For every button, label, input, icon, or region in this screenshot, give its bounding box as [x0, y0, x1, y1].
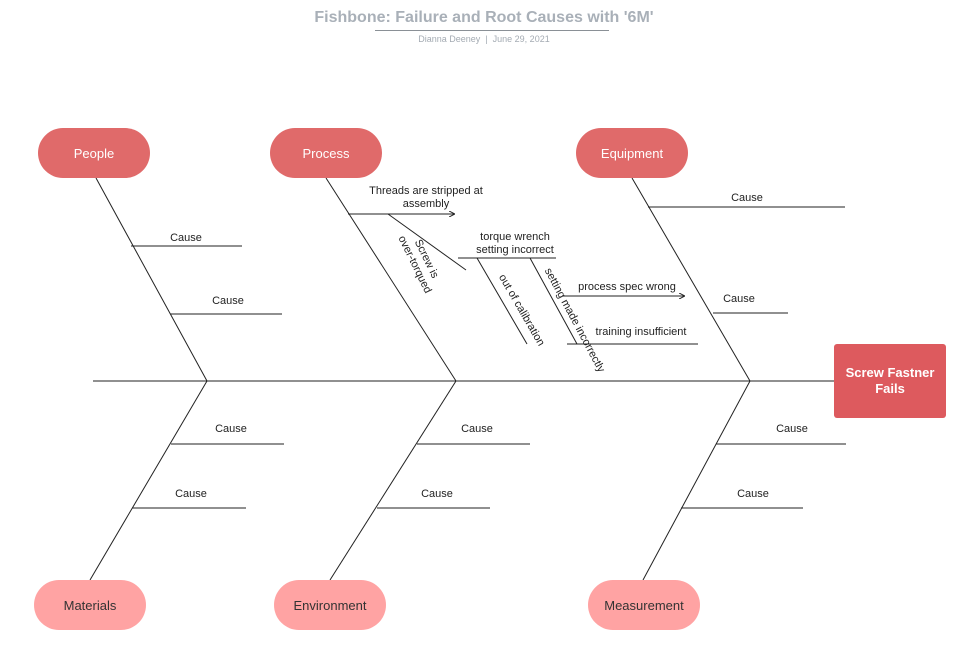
effect-label-line1: Screw Fastner: [845, 365, 935, 380]
title-underline: [375, 30, 609, 31]
bone-equipment: [631, 177, 751, 382]
diagram-title: Fishbone: Failure and Root Causes with '…: [314, 9, 654, 26]
cause-label-equipment-1[interactable]: Cause: [731, 192, 763, 204]
cause-label-threads-line2: assembly: [402, 198, 450, 210]
cause-label-spec[interactable]: process spec wrong: [578, 281, 676, 293]
category-equipment[interactable]: Equipment: [576, 128, 688, 178]
sub-bone-calibration: [476, 257, 528, 345]
cause-label-measurement-1[interactable]: Cause: [776, 423, 808, 435]
cause-label-measurement-2[interactable]: Cause: [737, 488, 769, 500]
effect-label-line2: Fails: [875, 381, 905, 396]
cause-label-materials-2[interactable]: Cause: [175, 488, 207, 500]
category-label: Process: [302, 145, 350, 161]
cause-label-wrench-line1: torque wrench: [480, 231, 550, 243]
diagram-subtitle: Dianna Deeney | June 29, 2021: [0, 34, 968, 44]
cause-label-threads-line1: Threads are stripped at: [369, 185, 483, 197]
separator: |: [485, 34, 488, 44]
author: Dianna Deeney: [418, 34, 481, 44]
cause-label-training[interactable]: training insufficient: [595, 326, 687, 338]
bone-environment: [329, 380, 457, 581]
cause-label-people-1[interactable]: Cause: [170, 232, 202, 244]
category-process[interactable]: Process: [270, 128, 382, 178]
category-label: People: [73, 145, 115, 161]
bone-people: [95, 177, 208, 382]
date: June 29, 2021: [492, 34, 550, 44]
cause-label-equipment-2[interactable]: Cause: [723, 293, 755, 305]
category-measurement[interactable]: Measurement: [588, 580, 700, 630]
bone-measurement: [642, 380, 751, 581]
bone-materials: [89, 380, 208, 581]
category-label: Materials: [63, 597, 117, 613]
category-label: Measurement: [604, 597, 684, 613]
category-label: Environment: [293, 597, 367, 613]
cause-label-people-2[interactable]: Cause: [212, 295, 244, 307]
cause-label-materials-1[interactable]: Cause: [215, 423, 247, 435]
sub-bone-setting: [529, 257, 578, 345]
category-people[interactable]: People: [38, 128, 150, 178]
cause-label-environment-2[interactable]: Cause: [421, 488, 453, 500]
category-label: Equipment: [600, 145, 664, 161]
bone-process: [325, 177, 457, 382]
cause-label-environment-1[interactable]: Cause: [461, 423, 493, 435]
category-materials[interactable]: Materials: [34, 580, 146, 630]
cause-label-wrench-line2: setting incorrect: [476, 244, 554, 256]
sub-bone-over-torqued: [387, 213, 467, 271]
category-environment[interactable]: Environment: [274, 580, 386, 630]
